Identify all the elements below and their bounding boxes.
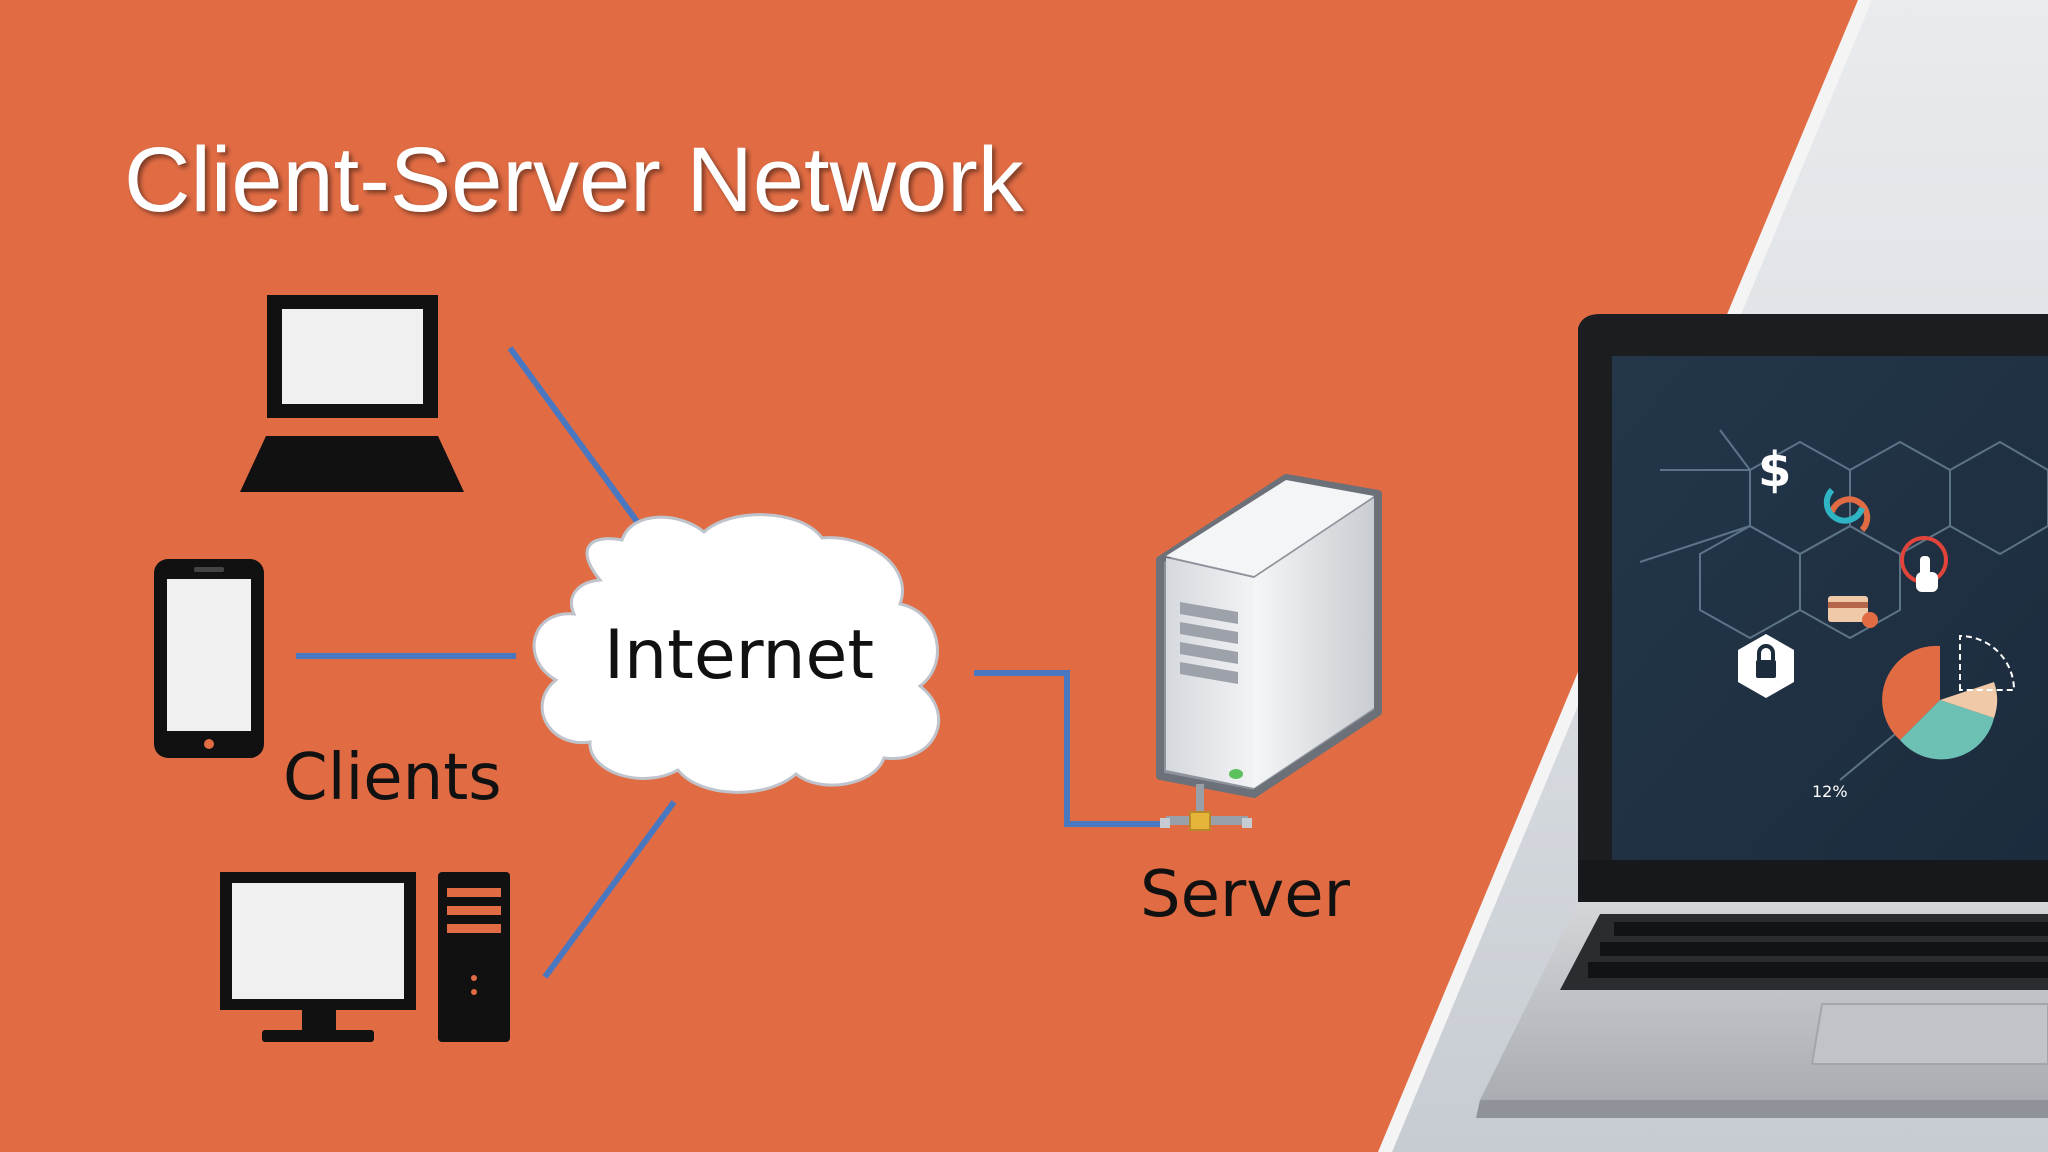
internet-cloud-icon [532,513,941,794]
pie-chart-graphic [1882,634,2016,760]
link-internet-server [974,670,1164,827]
server-label: Server [1140,858,1350,932]
link-laptop-internet [507,346,644,529]
touch-icon [1900,536,1948,592]
laptop-photo: $ [1378,0,2048,1152]
lock-icon [1738,634,1794,698]
clients-label: Clients [283,741,502,815]
svg-text:$: $ [1758,442,1791,498]
network-links [296,346,1164,979]
internet-label: Internet [604,616,875,695]
card-icon [1828,596,1878,628]
link-desktop-internet [542,800,677,979]
laptop-icon [240,295,464,492]
desktop-computer-icon [220,872,510,1042]
server-tower-icon [1156,474,1382,831]
smartphone-icon [154,559,264,758]
refresh-icon [1823,487,1871,533]
slide-title: Client-Server Network [124,129,1024,231]
screen-percent-label: 12% [1812,782,1848,801]
